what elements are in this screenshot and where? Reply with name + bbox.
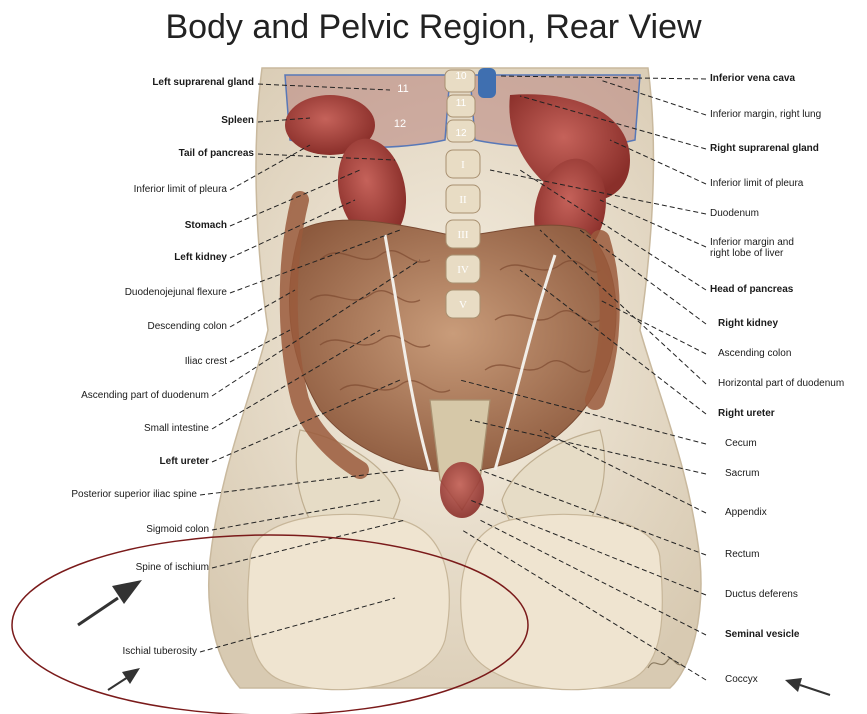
- label-seminal-vesicle: Seminal vesicle: [725, 629, 800, 640]
- label-sacrum: Sacrum: [725, 468, 759, 479]
- lumbar-numeral: II: [459, 194, 467, 206]
- label-right-suprarenal-gland: Right suprarenal gland: [710, 143, 819, 154]
- label-left-suprarenal-gland: Left suprarenal gland: [152, 77, 254, 88]
- lumbar-numeral: V: [459, 299, 467, 311]
- label-head-of-pancreas: Head of pancreas: [710, 284, 793, 295]
- label-inferior-limit-of-pleura-right: Inferior limit of pleura: [710, 178, 803, 189]
- vertebra-number: 10: [455, 71, 467, 82]
- arrow-large-icon: [78, 580, 142, 625]
- label-descending-colon: Descending colon: [148, 321, 228, 332]
- label-inferior-margin-right-lung: Inferior margin, right lung: [710, 109, 821, 120]
- label-inferior-vena-cava: Inferior vena cava: [710, 73, 795, 84]
- vertebra-number: 12: [394, 118, 406, 130]
- lumbar-numeral: III: [458, 229, 469, 241]
- arrow-small-icon: [108, 668, 140, 690]
- label-ascending-part-of-duodenum: Ascending part of duodenum: [81, 390, 209, 401]
- label-ischial-tuberosity: Ischial tuberosity: [123, 646, 197, 657]
- label-right-kidney: Right kidney: [718, 318, 778, 329]
- label-horizontal-part-of-duodenum: Horizontal part of duodenum: [718, 378, 844, 389]
- label-right-ureter: Right ureter: [718, 408, 775, 419]
- lumbar-numeral: I: [461, 159, 465, 171]
- label-stomach: Stomach: [185, 220, 227, 231]
- label-rectum: Rectum: [725, 549, 759, 560]
- buttock-right: [461, 514, 663, 689]
- vertebra-number: 11: [397, 83, 408, 95]
- label-iliac-crest: Iliac crest: [185, 356, 227, 367]
- label-appendix: Appendix: [725, 507, 767, 518]
- arrow-coccyx-icon: [785, 678, 830, 695]
- label-tail-of-pancreas: Tail of pancreas: [179, 148, 254, 159]
- inferior-vena-cava-vessel: [478, 68, 496, 98]
- label-inferior-margin-liver: Inferior margin and right lobe of liver: [710, 237, 794, 259]
- label-small-intestine: Small intestine: [144, 423, 209, 434]
- label-duodenum: Duodenum: [710, 208, 759, 219]
- lumbar-numeral: IV: [457, 264, 469, 276]
- label-inferior-margin-liver-line2: right lobe of liver: [710, 248, 794, 259]
- buttock-left: [248, 514, 450, 689]
- vertebra-number: 11: [456, 98, 467, 109]
- label-sigmoid-colon: Sigmoid colon: [146, 524, 209, 535]
- label-left-ureter: Left ureter: [160, 456, 209, 467]
- label-ascending-colon: Ascending colon: [718, 348, 791, 359]
- label-posterior-superior-iliac-spine: Posterior superior iliac spine: [71, 489, 197, 500]
- label-spleen: Spleen: [221, 115, 254, 126]
- label-inferior-limit-of-pleura-left: Inferior limit of pleura: [134, 184, 227, 195]
- label-duodenojejunal-flexure: Duodenojejunal flexure: [125, 287, 227, 298]
- label-coccyx: Coccyx: [725, 674, 758, 685]
- label-ductus-deferens: Ductus deferens: [725, 589, 798, 600]
- label-cecum: Cecum: [725, 438, 757, 449]
- rectum: [440, 462, 484, 518]
- label-inferior-margin-liver-line1: Inferior margin and: [710, 237, 794, 248]
- label-left-kidney: Left kidney: [174, 252, 227, 263]
- label-spine-of-ischium: Spine of ischium: [136, 562, 209, 573]
- vertebra-number: 12: [455, 128, 467, 139]
